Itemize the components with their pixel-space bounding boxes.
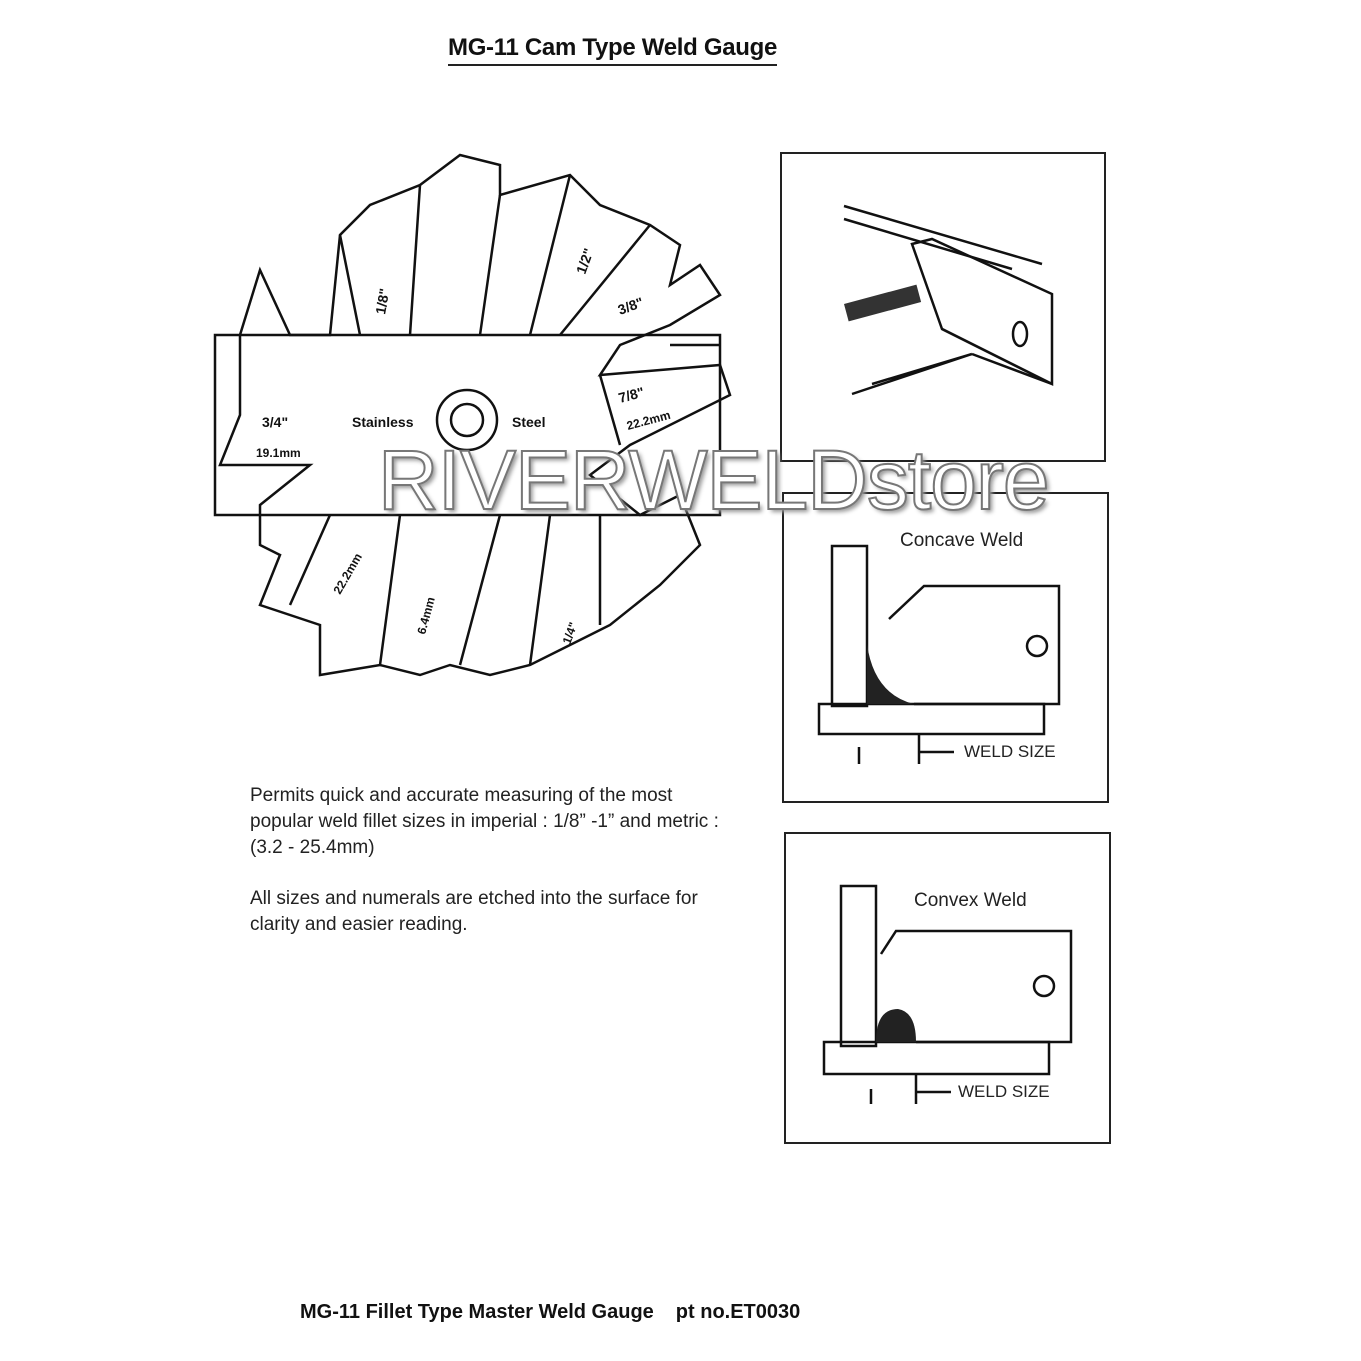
- footer-product-name: MG-11 Fillet Type Master Weld Gauge: [300, 1301, 654, 1323]
- gauge-size-label: 7/8": [617, 384, 646, 406]
- gauge-usage-illustration: [843, 204, 1054, 396]
- document-title: MG-11 Cam Type Weld Gauge: [448, 34, 777, 66]
- gauge-hole-outer: [435, 388, 499, 452]
- footer-part-number: pt no.ET0030: [675, 1301, 801, 1323]
- gauge-size-label: 22.2mm: [330, 551, 364, 597]
- panel-convex-weld: Convex Weld WELD SIZE: [784, 832, 1111, 1144]
- description-paragraph: All sizes and numerals are etched into t…: [250, 888, 698, 935]
- gauge-label-stainless: Stainless: [352, 414, 414, 430]
- gauge-outline: [218, 153, 732, 677]
- weld-size-label: WELD SIZE: [964, 742, 1056, 761]
- weld-size-label: WELD SIZE: [958, 1082, 1050, 1101]
- panel-title: Concave Weld: [900, 530, 1024, 551]
- gauge-hole-inner: [449, 402, 485, 438]
- panel-gauge-in-use: [780, 152, 1106, 462]
- gauge-label-steel: Steel: [512, 414, 545, 430]
- gauge-size-label: 1/2": [573, 246, 597, 276]
- gauge-size-label: 6.4mm: [414, 595, 437, 635]
- panel-concave-weld: Concave Weld WELD SIZE: [782, 492, 1109, 803]
- gauge-size-label: 3/8": [616, 294, 646, 318]
- watermark: RIVERWELDstore: [377, 432, 1051, 528]
- footer: MG-11 Fillet Type Master Weld Gauge pt no…: [300, 1301, 822, 1324]
- gauge-body: [213, 333, 722, 517]
- gauge-size-label: 1/8": [372, 287, 392, 315]
- gauge-size-label: 19.1mm: [256, 446, 301, 460]
- gauge-size-label: 3/4": [262, 414, 288, 430]
- panel-title: Convex Weld: [914, 890, 1027, 911]
- convex-weld-illustration: [822, 884, 1073, 1104]
- gauge-size-label: 22.2mm: [625, 408, 672, 433]
- description-paragraph: Permits quick and accurate measuring of …: [250, 785, 719, 858]
- concave-weld-illustration: [817, 544, 1061, 764]
- cam-weld-gauge-illustration: Stainless Steel 3/4" 19.1mm 7/8" 22.2mm …: [213, 153, 732, 677]
